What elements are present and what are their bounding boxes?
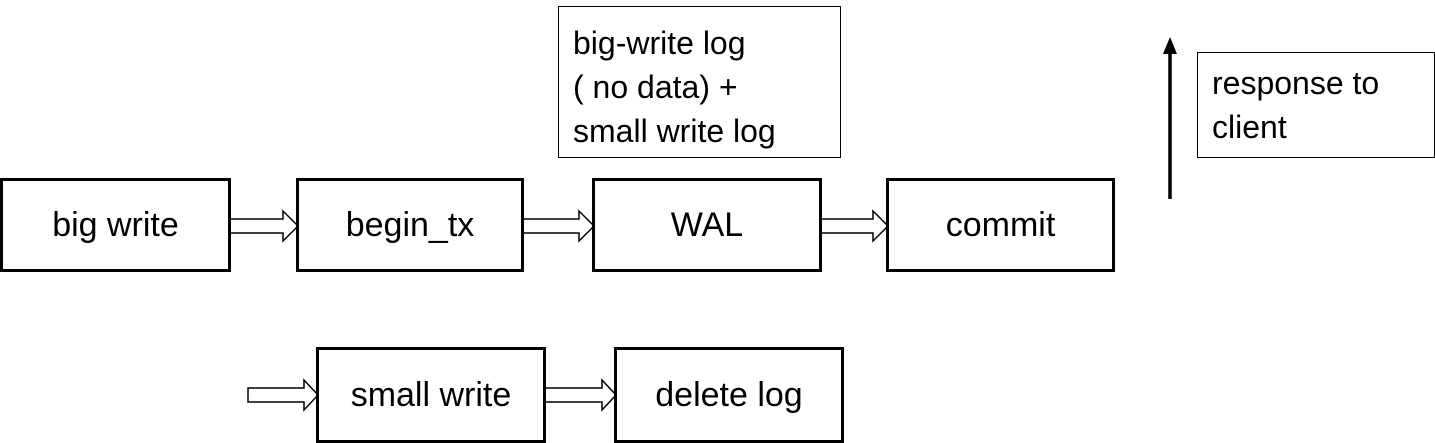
small-write-box: small write [316,347,546,443]
response-note: response to client [1197,52,1435,158]
big-write-label: big write [52,205,179,244]
wal-box: WAL [592,178,822,272]
arrow-smallwrite-to-deletelog [544,378,618,412]
wal-note: big-write log ( no data) + small write l… [558,6,841,158]
response-note-line-1: response to [1212,65,1380,101]
small-write-label: small write [350,375,512,414]
wal-note-line-1: big-write log [573,25,746,61]
response-note-line-2: client [1212,109,1287,145]
arrow-begintx-to-wal [522,209,596,243]
big-write-box: big write [0,178,231,272]
wal-note-line-3: small write log [573,113,776,149]
arrow-into-small-write [247,378,320,412]
wal-label: WAL [670,205,744,244]
commit-box: commit [886,178,1115,272]
delete-log-box: delete log [614,347,844,443]
begin-tx-box: begin_tx [296,178,524,272]
commit-label: commit [945,205,1056,244]
arrow-bigwrite-to-begintx [229,209,300,243]
wal-note-line-2: ( no data) + [573,69,738,105]
begin-tx-label: begin_tx [345,205,475,244]
up-arrow-head [1163,37,1177,54]
arrow-wal-to-commit [819,209,890,243]
delete-log-label: delete log [655,375,803,414]
